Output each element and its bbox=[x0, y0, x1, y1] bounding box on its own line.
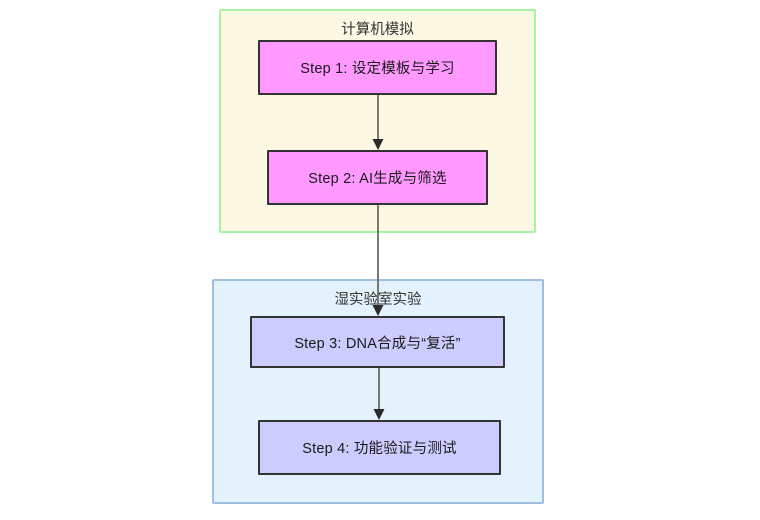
node-step-4-label: Step 4: 功能验证与测试 bbox=[302, 441, 457, 457]
node-step-1-label: Step 1: 设定模板与学习 bbox=[300, 61, 455, 77]
subgraph-title-computational-simulation: 计算机模拟 bbox=[341, 22, 414, 38]
node-step-3[interactable]: Step 3: DNA合成与“复活” bbox=[250, 316, 505, 368]
node-step-4[interactable]: Step 4: 功能验证与测试 bbox=[258, 420, 501, 475]
node-step-1[interactable]: Step 1: 设定模板与学习 bbox=[258, 40, 497, 95]
node-step-2[interactable]: Step 2: AI生成与筛选 bbox=[267, 150, 488, 205]
subgraph-title-wet-lab-experiment: 湿实验室实验 bbox=[334, 292, 422, 308]
node-step-2-label: Step 2: AI生成与筛选 bbox=[308, 171, 447, 187]
node-step-3-label: Step 3: DNA合成与“复活” bbox=[294, 335, 461, 352]
